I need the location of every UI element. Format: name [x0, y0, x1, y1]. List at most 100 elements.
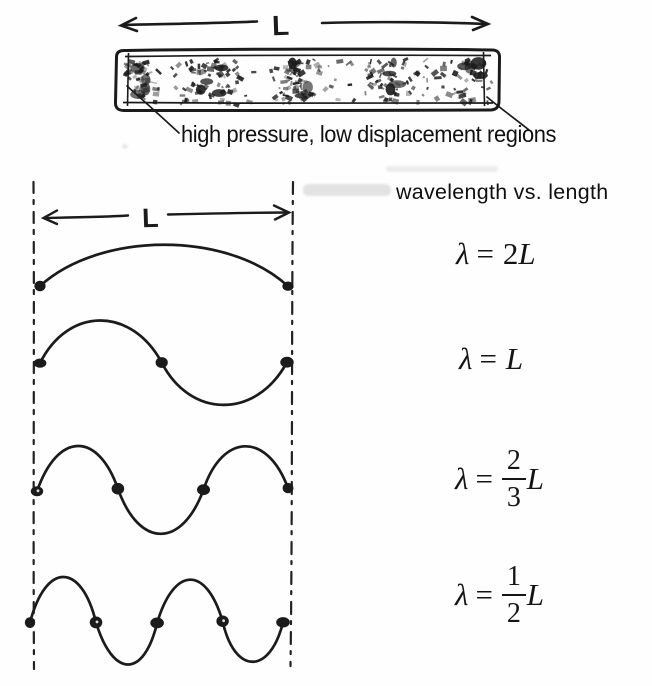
speckle [376, 67, 385, 74]
speckle [200, 62, 208, 70]
node-dot [150, 617, 164, 629]
speckle [367, 62, 371, 68]
speckle [451, 69, 459, 77]
speckle [226, 88, 234, 96]
arrowhead-right-icon [272, 204, 292, 221]
speckle [295, 73, 302, 78]
speckle [280, 79, 288, 84]
speckle [219, 97, 225, 101]
speckle [286, 79, 291, 83]
length-symbol: L [526, 461, 544, 497]
speckle [445, 91, 454, 99]
speckle [463, 77, 470, 83]
speckle-blob [288, 57, 297, 69]
coefficient: 2 [502, 236, 519, 271]
speckle [123, 63, 132, 71]
speckle [466, 101, 472, 106]
arrow-line-left [121, 20, 259, 27]
speckle [401, 60, 406, 66]
speckle [284, 94, 294, 102]
speckle [287, 100, 292, 105]
speckle [181, 98, 190, 103]
speckle [400, 66, 405, 70]
speckle [149, 81, 157, 85]
speckle [286, 75, 293, 81]
speckle [368, 67, 377, 76]
speckle-blob [214, 64, 229, 72]
arrow-line-left [43, 214, 130, 220]
speckle [434, 76, 442, 80]
speckle [388, 97, 393, 102]
tube-caption: high pressure, low displacement regions [181, 121, 557, 147]
speckle-blob [130, 62, 145, 74]
speckle [456, 90, 464, 94]
length-symbol: L [518, 236, 536, 271]
speckle [147, 71, 153, 75]
speckle [146, 63, 150, 67]
speckle [383, 97, 389, 102]
speckle [395, 88, 399, 91]
speckle [282, 101, 285, 105]
speckle [224, 71, 231, 78]
speckle-blob [294, 93, 312, 99]
speckle [439, 65, 447, 72]
speckle [225, 68, 232, 74]
speckle [127, 58, 136, 65]
speckle [367, 83, 375, 90]
speckle [244, 94, 248, 97]
speckle-blob [470, 57, 487, 70]
speckle [282, 86, 289, 91]
speckle [207, 73, 212, 78]
length-symbol: L [505, 341, 524, 376]
wave-curve-mode-1 [38, 243, 290, 288]
speckle [152, 91, 160, 97]
formula-mode-4: λ = 1 2 L [455, 563, 544, 628]
node-dot [276, 617, 290, 628]
speckle [485, 86, 492, 91]
speckle [378, 94, 385, 99]
fraction: 1 2 [501, 563, 526, 628]
speckle [322, 86, 329, 93]
equals-sign: = [475, 461, 493, 497]
speckle [377, 84, 383, 90]
speckle [364, 67, 369, 73]
speckle [422, 76, 426, 79]
speckle [335, 97, 341, 102]
speckle [232, 58, 239, 65]
speckle [273, 66, 280, 71]
speckle [430, 68, 440, 77]
speckle [216, 82, 221, 88]
speckle [458, 92, 467, 99]
speckle [143, 97, 146, 101]
left-boundary-dashed-line [32, 180, 36, 671]
speckle [345, 60, 353, 66]
speckle [311, 91, 317, 97]
fraction-bar [501, 594, 526, 596]
speckle [283, 68, 291, 75]
speckle [486, 100, 489, 106]
arrow-line-right [320, 20, 489, 26]
speckle [207, 92, 216, 98]
equals-sign: = [476, 236, 494, 271]
speckle [221, 85, 224, 89]
speckle [135, 77, 141, 82]
arrowhead-left-icon [117, 16, 139, 33]
speckle [317, 68, 321, 73]
speckle [366, 64, 372, 69]
speckle [281, 96, 286, 102]
speckle [462, 87, 469, 93]
speckle-blob [211, 89, 227, 97]
formula-mode-3: λ = 2 3 L [455, 447, 544, 512]
speckle [175, 61, 183, 69]
speckle [405, 80, 409, 85]
speckle [235, 65, 240, 70]
speckle [391, 98, 400, 105]
speckle-blob [382, 70, 397, 77]
lambda-symbol: λ [455, 461, 469, 497]
speckle [305, 64, 312, 70]
speckle [292, 81, 300, 86]
speckle [407, 76, 413, 83]
speckle [189, 58, 194, 65]
speckle [301, 79, 306, 83]
